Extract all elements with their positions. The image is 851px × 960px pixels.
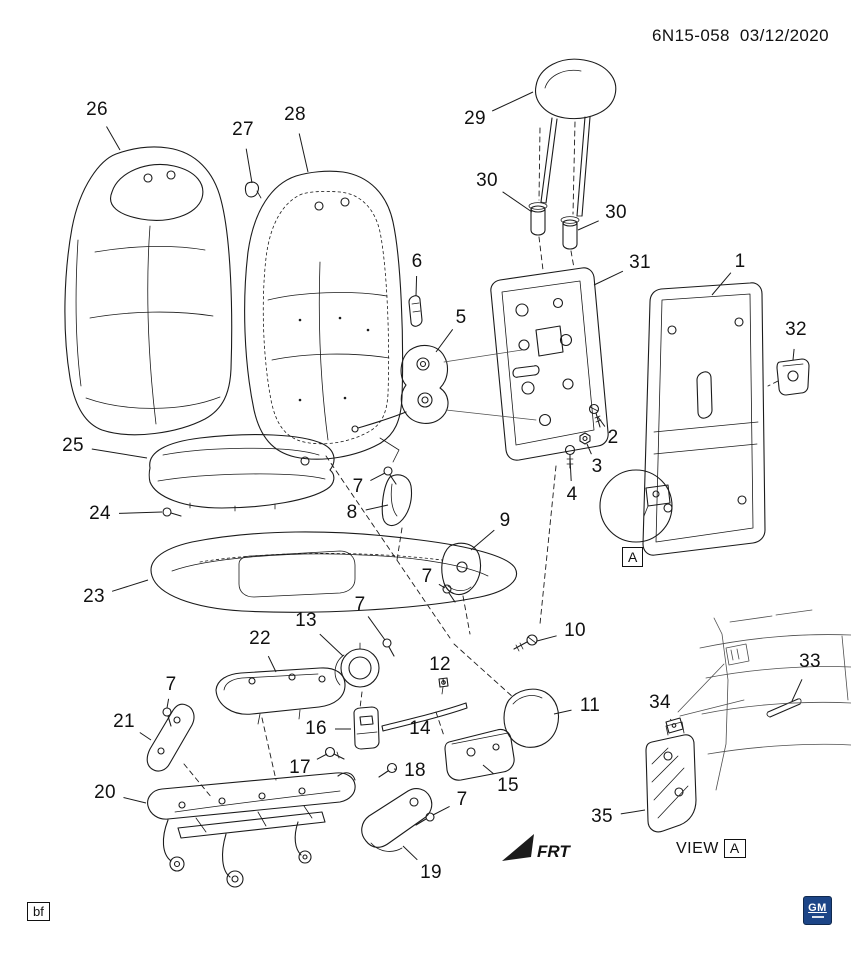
frt-label: FRT [537,842,571,861]
callout-33: 33 [799,651,821,672]
part-30-headrest-guides [528,121,580,271]
part-26-seatback-cover [64,146,233,436]
callout-16: 16 [305,718,327,739]
drawing-number: 6N15-058 [652,26,730,45]
detail-circle-a [599,469,673,543]
callout-20: 20 [94,782,116,803]
callout-31: 31 [629,252,651,273]
callout-5: 5 [455,307,467,328]
part-28-seatback-cover [244,170,404,463]
frt-arrow-icon: FRT [502,834,571,861]
gm-logo-text: GM [808,902,827,914]
callout-19: 19 [420,862,442,883]
part-21-bracket [146,703,195,772]
callout-13: 13 [295,610,317,631]
view-a-label: VIEW A [676,839,746,859]
callout-34: 34 [649,692,671,713]
callout-24: 24 [89,503,111,524]
view-word: VIEW [676,839,719,857]
callout-28: 28 [284,104,306,125]
callout-30: 30 [605,202,627,223]
part-6-striker [408,295,423,327]
callout-7: 7 [421,566,433,587]
part-27-clip [244,181,262,199]
callout-15: 15 [497,775,519,796]
callout-25: 25 [62,435,84,456]
callout-23: 23 [83,586,105,607]
part-25-cushion [148,434,335,512]
callout-7: 7 [352,476,364,497]
drawing-date: 03/12/2020 [739,26,829,45]
callout-29: 29 [464,108,486,129]
part-31-seatback-frame [490,267,609,461]
document-header: 6N15-058 03/12/2020 [652,26,829,46]
callout-32: 32 [785,319,807,340]
part-22-panel [215,667,346,725]
callout-7: 7 [354,594,366,615]
part-23-cushion-pad [150,531,517,613]
callout-11: 11 [579,695,601,716]
gm-logo: GM [803,896,832,925]
callout-3: 3 [591,456,603,477]
part-11-side-cover [503,688,560,748]
callout-22: 22 [249,628,271,649]
part-14-rod [381,702,468,732]
part-16-buckle [353,706,380,750]
callout-27: 27 [232,119,254,140]
callout-7: 7 [165,674,177,695]
callout-7: 7 [456,789,468,810]
part-13-hinge [334,642,380,688]
part-15-bracket [444,728,515,781]
gm-logo-bar [811,916,824,918]
part-1-back-panel [642,282,766,556]
callout-9: 9 [499,510,511,531]
callout-6: 6 [411,251,423,272]
callout-17: 17 [289,757,311,778]
assembly-dash-lines [183,455,557,799]
callout-8: 8 [346,502,358,523]
part-34-clip [665,717,684,734]
part-29-headrest [535,58,617,217]
page-code-box: bf [27,902,50,921]
detail-marker-a: A [622,547,644,567]
callout-1: 1 [734,251,746,272]
callout-12: 12 [429,654,451,675]
part-19-arm [361,788,433,852]
part-20-seat-frame [147,772,356,888]
callout-2: 2 [607,427,619,448]
callout-21: 21 [113,711,135,732]
callout-30: 30 [476,170,498,191]
view-marker-box: A [723,839,746,859]
callout-18: 18 [404,760,426,781]
callout-26: 26 [86,99,108,120]
callout-35: 35 [591,806,613,827]
body-context-sketch [677,609,851,791]
part-5-latch-assembly [351,344,537,433]
callout-14: 14 [409,718,431,739]
callout-4: 4 [566,484,578,505]
callout-10: 10 [564,620,586,641]
part-32-latch [767,358,810,396]
